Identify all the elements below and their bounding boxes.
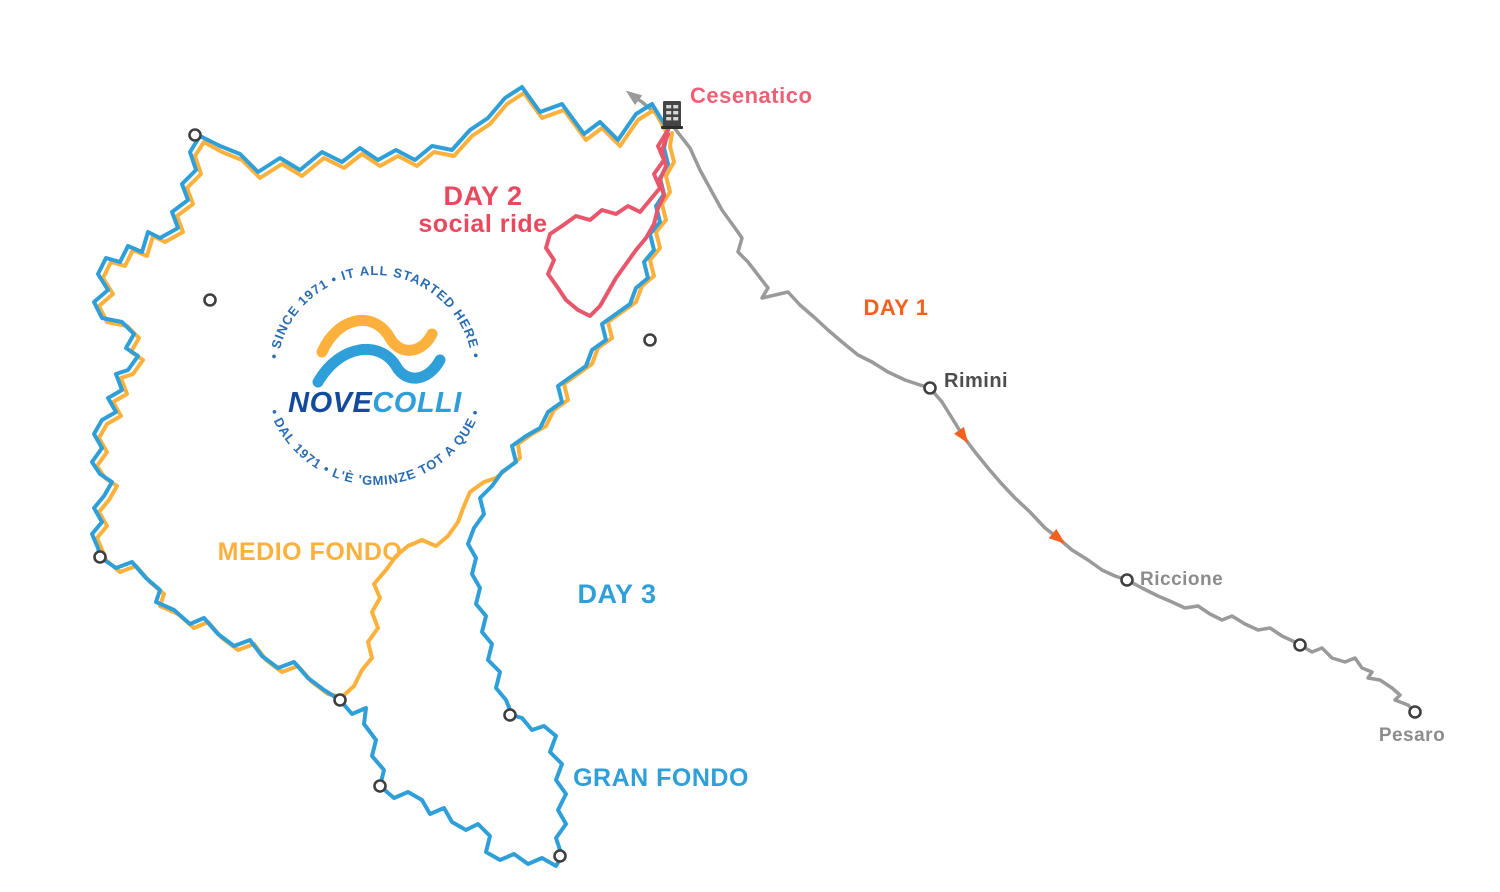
direction-arrow-icon (1048, 528, 1065, 544)
route-day1 (670, 123, 1417, 714)
label-cesenatico: Cesenatico (690, 83, 812, 108)
direction-arrow-icon (625, 90, 643, 106)
label-day3: DAY 3 (577, 579, 656, 609)
direction-arrows-layer (625, 90, 1065, 544)
label-day2-subtitle: social ride (418, 210, 547, 238)
waypoint-marker (503, 708, 517, 722)
logo-wave-blue-icon (312, 344, 446, 388)
waypoint-marker (333, 693, 347, 707)
route-day2 (544, 128, 670, 318)
direction-arrow-icon (954, 426, 969, 444)
waypoint-marker (1293, 638, 1307, 652)
waypoint-marker (553, 849, 567, 863)
waypoint-marker-riccione (1120, 573, 1134, 587)
route-gran-fondo (90, 85, 670, 868)
waypoint-marker (643, 333, 657, 347)
logo-wordmark: NOVECOLLI (288, 387, 462, 419)
label-medio-fondo: MEDIO FONDO (218, 538, 403, 566)
waypoint-marker-pesaro (1408, 705, 1422, 719)
novecolli-logo: • SINCE 1971 • IT ALL STARTED HERE • • D… (255, 253, 495, 493)
label-gran-fondo: GRAN FONDO (573, 764, 749, 792)
waypoint-marker (93, 550, 107, 564)
routes-layer (90, 85, 1417, 868)
cesenatico-building-icon (661, 101, 683, 129)
waypoint-marker-rimini (923, 381, 937, 395)
waypoint-marker (203, 293, 217, 307)
logo-wave-yellow-icon (316, 315, 438, 358)
waypoint-markers-layer (93, 128, 1422, 863)
label-day1: DAY 1 (864, 295, 929, 320)
label-pesaro: Pesaro (1379, 725, 1445, 746)
label-riccione: Riccione (1140, 569, 1223, 590)
waypoint-marker (188, 128, 202, 142)
label-day2-title: DAY 2 (443, 181, 522, 211)
label-rimini: Rimini (944, 370, 1008, 392)
logo-background-circle (255, 253, 495, 493)
waypoint-marker (373, 779, 387, 793)
